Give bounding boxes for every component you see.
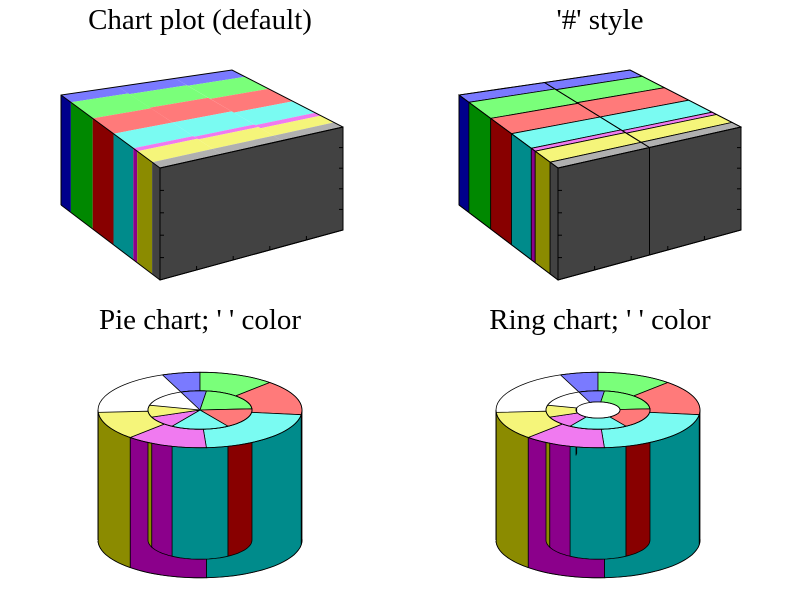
box-edge <box>458 94 559 169</box>
panel-title-chart-default: Chart plot (default) <box>88 4 312 36</box>
bar-top-red-2 <box>210 88 294 113</box>
bar-side-gray <box>152 162 160 280</box>
chart-plot-hash-style <box>457 69 743 281</box>
outer-slice-blue <box>559 371 599 393</box>
bar-side-yellow <box>137 151 153 274</box>
bar-top-yellow-0 <box>137 138 213 163</box>
bar-top-green-2 <box>187 76 269 99</box>
bar-top-magenta-1 <box>194 124 259 140</box>
box-edge <box>159 126 344 169</box>
bar-side-blue <box>61 95 71 213</box>
bar-top-yellow-2 <box>260 115 335 136</box>
cell-divider-top <box>544 82 650 148</box>
bar-top-gray-0 <box>152 148 221 168</box>
bar-top-blue-2 <box>175 70 246 86</box>
bar-side-blue <box>458 94 470 214</box>
ring-outline <box>545 390 651 430</box>
chart-plot-default <box>60 69 344 281</box>
bar-side-cyan <box>511 132 532 261</box>
ring-chart <box>495 371 701 579</box>
bar-top-green-0 <box>70 93 151 119</box>
bar-side-magenta <box>133 148 138 263</box>
bar-side-cyan <box>113 133 134 260</box>
bar-top-blue-0 <box>61 86 129 103</box>
bar-side-green <box>468 101 492 230</box>
panel-title-hash-style: '#' style <box>557 4 644 36</box>
bar-top-cyan-1 <box>172 111 255 137</box>
inner-slice-blue <box>577 390 606 403</box>
outer-slice-blue <box>161 371 201 393</box>
bar-top-gray-2 <box>273 122 343 141</box>
panel-title-ring-chart: Ring chart; ' ' color <box>489 304 711 336</box>
bar-top-cyan-0 <box>113 122 194 149</box>
box-edge <box>60 94 161 169</box>
bar-top-red-1 <box>149 97 232 123</box>
bar-top-yellow-1 <box>198 127 274 149</box>
bar-top-magenta-2 <box>255 112 321 129</box>
box-edge <box>557 126 742 169</box>
bar-side-red <box>490 117 512 246</box>
ring-outline <box>147 390 253 430</box>
ring-outline <box>575 401 621 419</box>
bar-top-cyan-2 <box>233 101 316 126</box>
bar-side-yellow <box>534 150 551 275</box>
bar-side-red <box>92 118 114 245</box>
bar-top-red-0 <box>92 108 173 134</box>
bar-side-magenta <box>530 147 536 264</box>
pie-chart <box>97 371 303 579</box>
bar-side-gray <box>549 161 559 281</box>
bar-side-green <box>70 102 93 229</box>
bar-top-gray-1 <box>212 135 282 155</box>
panel-title-pie-chart: Pie chart; ' ' color <box>99 304 301 336</box>
bar-top-green-1 <box>129 85 209 108</box>
bar-top-blue-1 <box>118 78 187 95</box>
bar-top-magenta-0 <box>133 136 198 152</box>
